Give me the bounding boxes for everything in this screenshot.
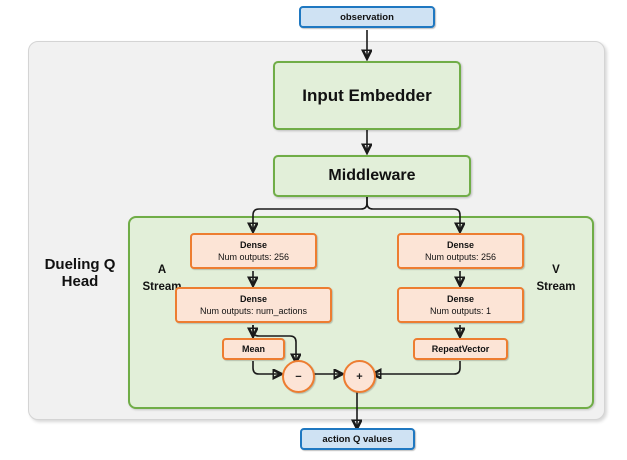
observation-node[interactable]: observation xyxy=(299,6,435,28)
a-stream-dense-256-subtitle: Num outputs: 256 xyxy=(217,252,290,262)
edge-middleware-split-right xyxy=(366,197,460,231)
a-stream-dense-numactions-node[interactable]: Dense Num outputs: num_actions xyxy=(175,287,332,323)
subtract-operator-symbol: − xyxy=(295,370,302,383)
subtract-operator-node[interactable]: − xyxy=(282,360,315,393)
v-stream-dense-1-subtitle: Num outputs: 1 xyxy=(429,306,492,316)
edge-repeatvector-to-add xyxy=(373,361,461,374)
edge-mean-to-subtract xyxy=(252,361,281,374)
middleware-node[interactable]: Middleware xyxy=(273,155,471,197)
action-q-values-label: action Q values xyxy=(322,433,393,445)
mean-label: Mean xyxy=(241,344,265,354)
v-stream-dense-256-title: Dense xyxy=(446,240,474,250)
a-stream-dense-numactions-title: Dense xyxy=(239,294,267,304)
v-stream-dense-1-title: Dense xyxy=(446,294,474,304)
a-stream-dense-256-title: Dense xyxy=(239,240,267,250)
dueling-q-head-label: Dueling Q Head xyxy=(34,256,126,290)
repeatvector-label: RepeatVector xyxy=(431,344,490,354)
a-stream-dense-256-node[interactable]: Dense Num outputs: 256 xyxy=(190,233,317,269)
input-embedder-label: Input Embedder xyxy=(302,85,432,105)
edge-a-dense2-to-subtract xyxy=(252,325,296,362)
add-operator-node[interactable]: + xyxy=(343,360,376,393)
middleware-label: Middleware xyxy=(328,167,416,184)
v-stream-dense-1-node[interactable]: Dense Num outputs: 1 xyxy=(397,287,524,323)
a-stream-label-line1: A xyxy=(157,264,167,276)
observation-label: observation xyxy=(340,11,394,23)
input-embedder-node[interactable]: Input Embedder xyxy=(273,61,461,130)
edge-middleware-split-left xyxy=(253,197,368,231)
a-stream-label: A Stream xyxy=(134,262,190,296)
add-operator-symbol: + xyxy=(356,370,363,383)
v-stream-label-line1: V xyxy=(552,264,560,276)
mean-node[interactable]: Mean xyxy=(222,338,285,360)
v-stream-dense-256-subtitle: Num outputs: 256 xyxy=(424,252,497,262)
v-stream-label: V Stream xyxy=(527,262,585,296)
action-q-values-node[interactable]: action Q values xyxy=(300,428,415,450)
repeatvector-node[interactable]: RepeatVector xyxy=(413,338,508,360)
a-stream-dense-numactions-subtitle: Num outputs: num_actions xyxy=(199,306,308,316)
v-stream-label-line2: Stream xyxy=(536,281,576,293)
v-stream-dense-256-node[interactable]: Dense Num outputs: 256 xyxy=(397,233,524,269)
dueling-q-head-label-text: Dueling Q Head xyxy=(44,256,116,290)
a-stream-label-line2: Stream xyxy=(142,281,182,293)
